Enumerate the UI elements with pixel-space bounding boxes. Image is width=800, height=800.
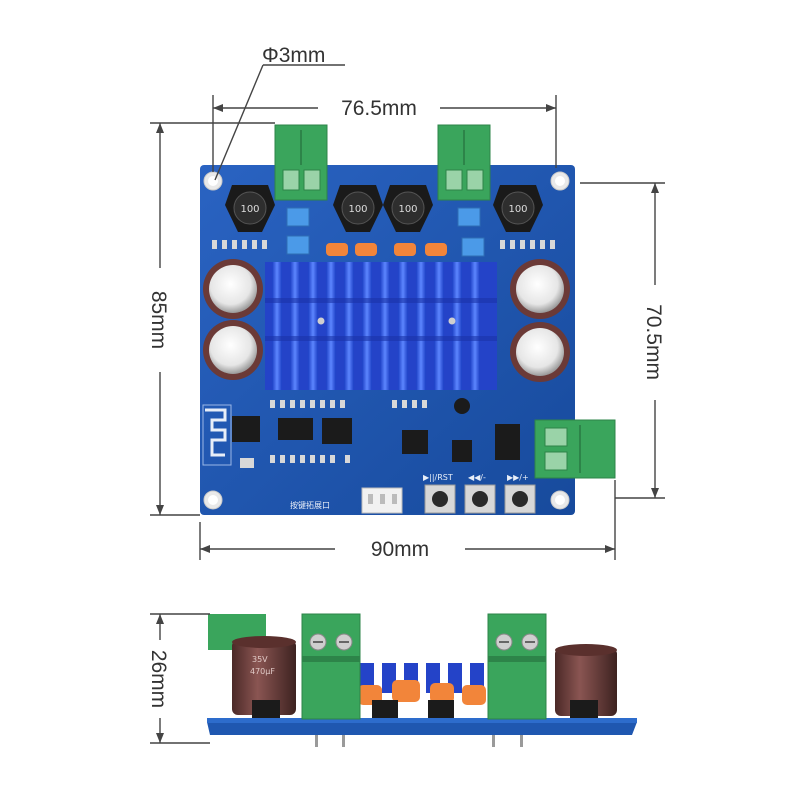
ic-chips	[232, 398, 520, 468]
inductor-label: 100	[348, 204, 367, 215]
side-inductors	[372, 700, 454, 718]
smd-lower	[270, 400, 427, 463]
inductor-label: 100	[508, 204, 527, 215]
button-label-play: ▶||/RST	[423, 473, 453, 482]
capacitor-voltage-label: 35V	[252, 655, 268, 664]
bluetooth-antenna	[202, 404, 232, 466]
speaker-terminal-right	[437, 124, 491, 201]
hole-diameter-label: Φ3mm	[262, 44, 325, 67]
inductor: 100	[225, 185, 275, 232]
inductor: 100	[333, 185, 383, 232]
dimension-right-height: 70.5mm	[580, 182, 665, 499]
button-label-prev: ◀◀/-	[468, 473, 486, 482]
right-height-label: 70.5mm	[642, 304, 665, 380]
dimension-bottom-width: 90mm	[199, 480, 616, 561]
side-ceramic-caps	[358, 680, 486, 705]
speaker-terminal-left	[274, 124, 328, 201]
heatsink	[265, 262, 497, 390]
capacitor-capacity-label: 470μF	[250, 667, 275, 676]
left-height-label: 85mm	[147, 291, 170, 349]
side-terminal-right	[487, 613, 547, 720]
side-height-label: 26mm	[147, 650, 170, 708]
dimension-top-width: 76.5mm	[212, 95, 557, 172]
side-terminal-left	[301, 613, 361, 720]
film-capacitors	[286, 207, 485, 257]
top-view-board: 100 100 100 100	[200, 124, 616, 515]
top-width-label: 76.5mm	[341, 97, 417, 120]
side-view-board: 35V 470μF	[207, 613, 637, 747]
inductor-label: 100	[240, 204, 259, 215]
power-terminal	[534, 419, 616, 479]
dimension-side-height: 26mm	[147, 613, 210, 744]
smd-components	[212, 240, 555, 249]
inductor: 100	[493, 185, 543, 232]
side-capacitor-right	[555, 644, 617, 718]
ceramic-capacitors	[326, 243, 447, 256]
inductor-label: 100	[398, 204, 417, 215]
expansion-port-label: 按键拓展口	[290, 500, 330, 510]
expansion-port: 按键拓展口	[290, 487, 403, 514]
side-capacitor-left: 35V 470μF	[232, 636, 296, 718]
tactile-buttons: ▶||/RST ◀◀/- ▶▶/+	[423, 473, 536, 514]
pcb-side	[207, 722, 637, 735]
inductors: 100 100 100 100	[225, 185, 543, 232]
electrolytic-capacitors	[203, 259, 570, 382]
dimension-left-height: 85mm	[147, 122, 275, 516]
inductor: 100	[383, 185, 433, 232]
bottom-width-label: 90mm	[371, 538, 429, 561]
button-label-next: ▶▶/+	[507, 473, 529, 482]
mounting-holes	[203, 171, 570, 510]
